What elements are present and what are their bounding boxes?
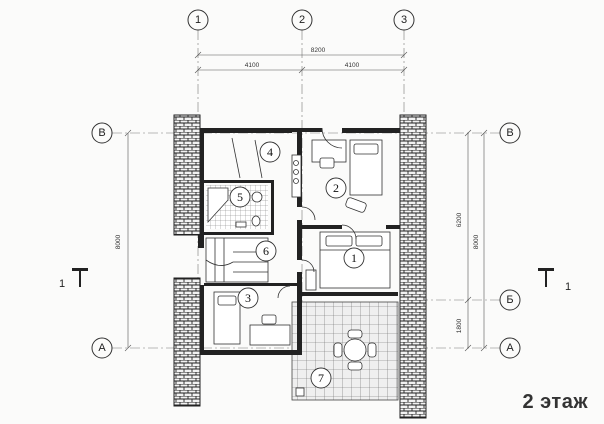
svg-text:6: 6 — [263, 244, 269, 258]
room-label-2: 2 — [325, 177, 347, 199]
left-overall-dimension: 8000 — [115, 234, 122, 249]
bedroom-3-furniture — [213, 291, 291, 346]
bathroom-fixtures — [207, 187, 263, 228]
hall-furniture — [231, 137, 302, 198]
span-right-dimension: 4100 — [345, 62, 360, 69]
section-mark-left: 1 — [59, 268, 88, 290]
top-dimensions: 8200 4100 4100 — [194, 47, 408, 74]
right-overall-dimension: 8000 — [473, 234, 480, 249]
svg-text:1: 1 — [351, 251, 357, 265]
room-label-6: 6 — [255, 240, 277, 262]
svg-text:В: В — [98, 127, 105, 139]
svg-text:3: 3 — [245, 291, 251, 305]
axis-bubble-v-left: В — [91, 122, 113, 144]
right-upper-dimension: 6200 — [456, 212, 463, 227]
room-label-1: 1 — [343, 247, 365, 269]
svg-text:2: 2 — [299, 14, 305, 26]
svg-text:А: А — [98, 342, 106, 354]
terrace-table-set — [333, 329, 377, 371]
axis-bubble-a-right: А — [499, 337, 521, 359]
section-mark-left-label: 1 — [59, 278, 65, 290]
svg-text:Б: Б — [506, 294, 513, 306]
svg-text:5: 5 — [237, 190, 243, 204]
floor-title: 2 этаж — [522, 391, 588, 413]
axis-bubble-3: 3 — [393, 9, 415, 31]
span-left-dimension: 4100 — [245, 62, 260, 69]
room-label-3: 3 — [237, 287, 259, 309]
overall-width-dimension: 8200 — [311, 47, 326, 54]
axis-bubble-2: 2 — [291, 9, 313, 31]
section-mark-right: 1 — [538, 268, 571, 293]
terrace-railing — [295, 387, 305, 397]
side-dimensions: 8000 6200 1800 8000 — [115, 129, 488, 352]
room-label-4: 4 — [259, 141, 281, 163]
svg-text:3: 3 — [401, 14, 407, 26]
room-label-7: 7 — [310, 367, 332, 389]
axis-bubble-b-right: Б — [499, 289, 521, 311]
right-lower-dimension: 1800 — [456, 318, 463, 333]
svg-text:2: 2 — [333, 181, 339, 195]
svg-text:А: А — [506, 342, 514, 354]
axis-bubble-a-left: А — [91, 337, 113, 359]
svg-text:В: В — [506, 127, 513, 139]
door-swings — [277, 127, 357, 299]
svg-text:1: 1 — [195, 14, 201, 26]
roof-right — [399, 114, 427, 419]
bedroom-2-furniture — [311, 139, 383, 213]
axis-bubble-v-right: В — [499, 122, 521, 144]
roof-left-upper — [173, 114, 201, 236]
svg-text:4: 4 — [267, 145, 273, 159]
section-mark-right-label: 1 — [565, 281, 571, 293]
svg-text:7: 7 — [318, 371, 324, 385]
roof-left-lower — [173, 277, 201, 407]
room-label-5: 5 — [229, 186, 251, 208]
axis-bubble-1: 1 — [187, 9, 209, 31]
